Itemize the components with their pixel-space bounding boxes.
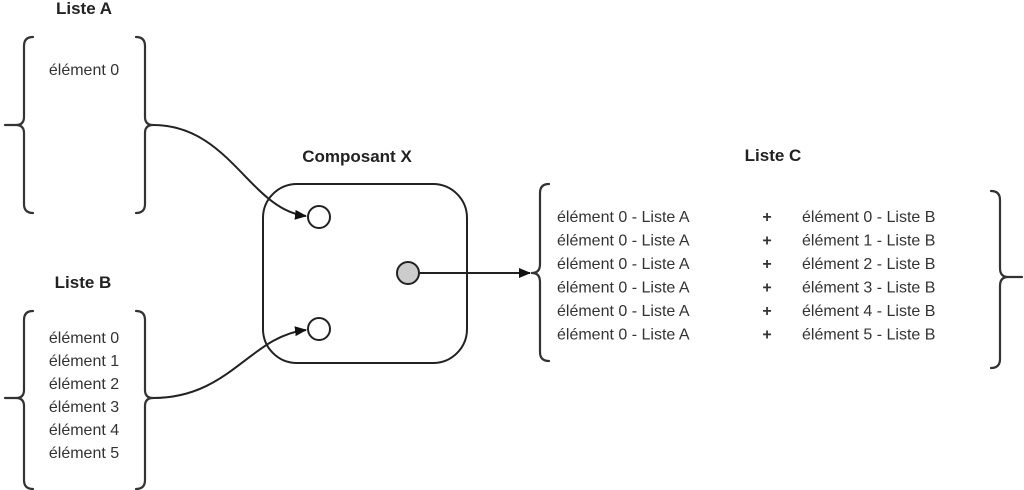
- liste-c-right-brace: [989, 189, 1024, 370]
- liste-c-row-right: élément 5 - Liste B: [802, 327, 935, 344]
- liste-c-row-left: élément 0 - Liste A: [557, 209, 690, 226]
- liste-c-row-right: élément 0 - Liste B: [802, 209, 935, 226]
- liste-a: Liste A élément 0: [3, 0, 155, 215]
- liste-c-row-left: élément 0 - Liste A: [557, 233, 690, 250]
- liste-c-row: élément 0 - Liste A + élément 1 - Liste B: [557, 233, 935, 250]
- liste-a-item: élément 0: [49, 62, 119, 79]
- liste-c-row-right: élément 2 - Liste B: [802, 256, 935, 273]
- liste-c: Liste C élément 0 - Liste A+élément 0 - …: [530, 146, 1024, 370]
- connector-liste-b-to-input-2: [152, 326, 307, 399]
- liste-c-row: élément 0 - Liste A + élément 3 - Liste B: [557, 280, 935, 297]
- liste-c-row: élément 0 - Liste A + élément 0 - Liste B: [557, 209, 935, 226]
- liste-c-row-right: élément 1 - Liste B: [802, 233, 935, 250]
- liste-c-row-left: élément 0 - Liste A: [557, 280, 690, 297]
- liste-c-row-left: élément 0 - Liste A: [557, 327, 690, 344]
- composant-x: Composant X: [262, 147, 468, 364]
- liste-b-item: élément 1: [49, 353, 119, 370]
- liste-c-row-left: élément 0 - Liste A: [557, 303, 690, 320]
- liste-b-item: élément 3: [49, 399, 119, 416]
- liste-b-right-brace: [134, 309, 155, 490]
- liste-a-right-brace: [134, 35, 155, 215]
- liste-c-row-left: élément 0 - Liste A: [557, 256, 690, 273]
- plus-operator: +: [762, 303, 771, 320]
- input-port-1[interactable]: [307, 205, 331, 229]
- connector-liste-a-to-input-1: [152, 124, 307, 220]
- liste-b-left-brace: [3, 309, 35, 490]
- liste-c-rows: élément 0 - Liste A+élément 0 - Liste Bé…: [557, 209, 935, 344]
- liste-c-row-right: élément 4 - Liste B: [802, 303, 935, 320]
- liste-c-row: élément 0 - Liste A + élément 5 - Liste B: [557, 327, 935, 344]
- liste-b-item: élément 2: [49, 376, 119, 393]
- liste-c-left-brace: [530, 182, 551, 363]
- liste-c-title: Liste C: [745, 146, 802, 165]
- output-port[interactable]: [396, 261, 420, 285]
- plus-operator: +: [762, 209, 771, 226]
- composant-x-title: Composant X: [302, 147, 412, 166]
- liste-a-left-brace: [3, 35, 35, 215]
- liste-c-row-right: élément 3 - Liste B: [802, 280, 935, 297]
- liste-b-item: élément 4: [49, 422, 119, 439]
- plus-operator: +: [762, 256, 771, 273]
- plus-operator: +: [762, 280, 771, 297]
- plus-operator: +: [762, 233, 771, 250]
- liste-c-row: élément 0 - Liste A + élément 2 - Liste B: [557, 256, 935, 273]
- liste-a-title: Liste A: [56, 0, 112, 18]
- liste-b-item: élément 0: [49, 330, 119, 347]
- liste-b-title: Liste B: [55, 273, 112, 292]
- liste-c-row: élément 0 - Liste A + élément 4 - Liste B: [557, 303, 935, 320]
- plus-operator: +: [762, 327, 771, 344]
- liste-b-items: élément 0 élément 1 élément 2 élément 3 élém…: [49, 330, 119, 462]
- liste-b-item: élément 5: [49, 445, 119, 462]
- input-port-2[interactable]: [307, 317, 331, 341]
